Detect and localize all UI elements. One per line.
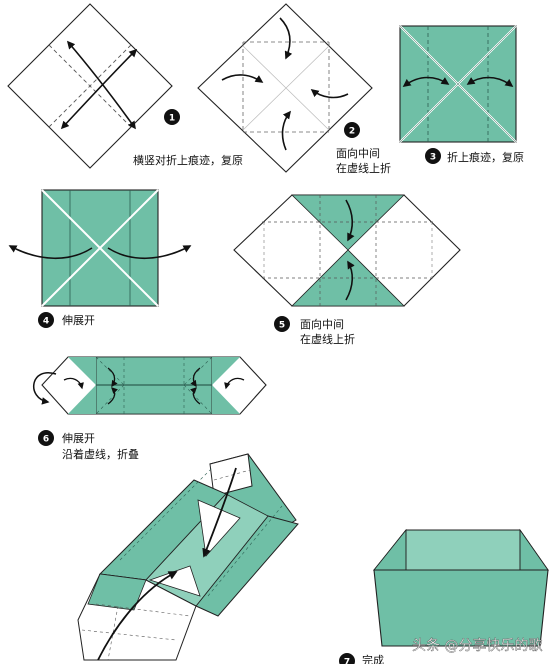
step-4-badge: 4 — [38, 312, 54, 328]
arrow — [281, 110, 291, 151]
arrow — [345, 260, 355, 301]
arrow — [190, 367, 201, 388]
step-2-text-1: 面向中间 — [336, 146, 380, 160]
arrow — [402, 76, 450, 87]
step-6-text-1: 伸展开 — [62, 432, 95, 445]
arrow — [279, 17, 293, 60]
step-5-diagram — [233, 194, 461, 307]
step-7-number: 7 — [344, 658, 350, 664]
arrow — [310, 89, 349, 99]
step-6-number: 6 — [43, 435, 49, 445]
step-2-badge: 2 — [344, 122, 360, 138]
watermark: 头条 @分享快乐的歌 — [412, 637, 543, 654]
arrow — [466, 76, 514, 87]
step-4-number: 4 — [43, 317, 49, 327]
arrow — [107, 387, 118, 405]
step-6-folding-3d — [77, 453, 299, 661]
step-6-badge: 6 — [38, 430, 54, 446]
step-3-text: 折上痕迹，复原 — [447, 150, 524, 164]
step-5-text-1: 面向中间 — [300, 317, 344, 331]
step-3-diagram — [399, 25, 517, 143]
arrow — [60, 48, 138, 130]
arrow — [97, 571, 178, 661]
step-2-number: 2 — [349, 127, 355, 137]
arrow — [8, 245, 93, 260]
step-1-badge: 1 — [164, 109, 180, 125]
arrow — [107, 245, 192, 260]
step-1-text: 横竖对折上痕迹，复原 — [133, 153, 243, 167]
step-7-finished-box — [372, 528, 549, 647]
arrow — [107, 367, 118, 388]
arrow — [345, 199, 355, 242]
arrow — [202, 467, 237, 558]
step-3-badge: 3 — [425, 148, 441, 164]
step-5-number: 5 — [279, 321, 285, 331]
step-1-number: 1 — [169, 114, 175, 124]
arrow — [190, 387, 201, 405]
step-1-diagram — [7, 3, 173, 169]
step-2-text-2: 在虚线上折 — [336, 161, 391, 175]
step-4-text: 伸展开 — [62, 314, 95, 327]
arrow — [63, 377, 84, 390]
step-7-badge: 7 — [339, 653, 355, 664]
arrow — [224, 377, 245, 390]
step-5-badge: 5 — [274, 316, 290, 332]
arrow — [221, 74, 264, 83]
watermark-text: 头条 @分享快乐的歌 — [412, 637, 542, 654]
step-3-number: 3 — [430, 153, 436, 163]
step-2-diagram — [197, 3, 373, 173]
step-4-diagram — [8, 189, 192, 307]
step-6-diagram — [33, 356, 267, 415]
step-6-text-2: 沿着虚线，折叠 — [62, 447, 139, 461]
step-7-text: 完成 — [362, 653, 384, 664]
step-5-text-2: 在虚线上折 — [300, 332, 355, 346]
arrow — [33, 371, 57, 405]
